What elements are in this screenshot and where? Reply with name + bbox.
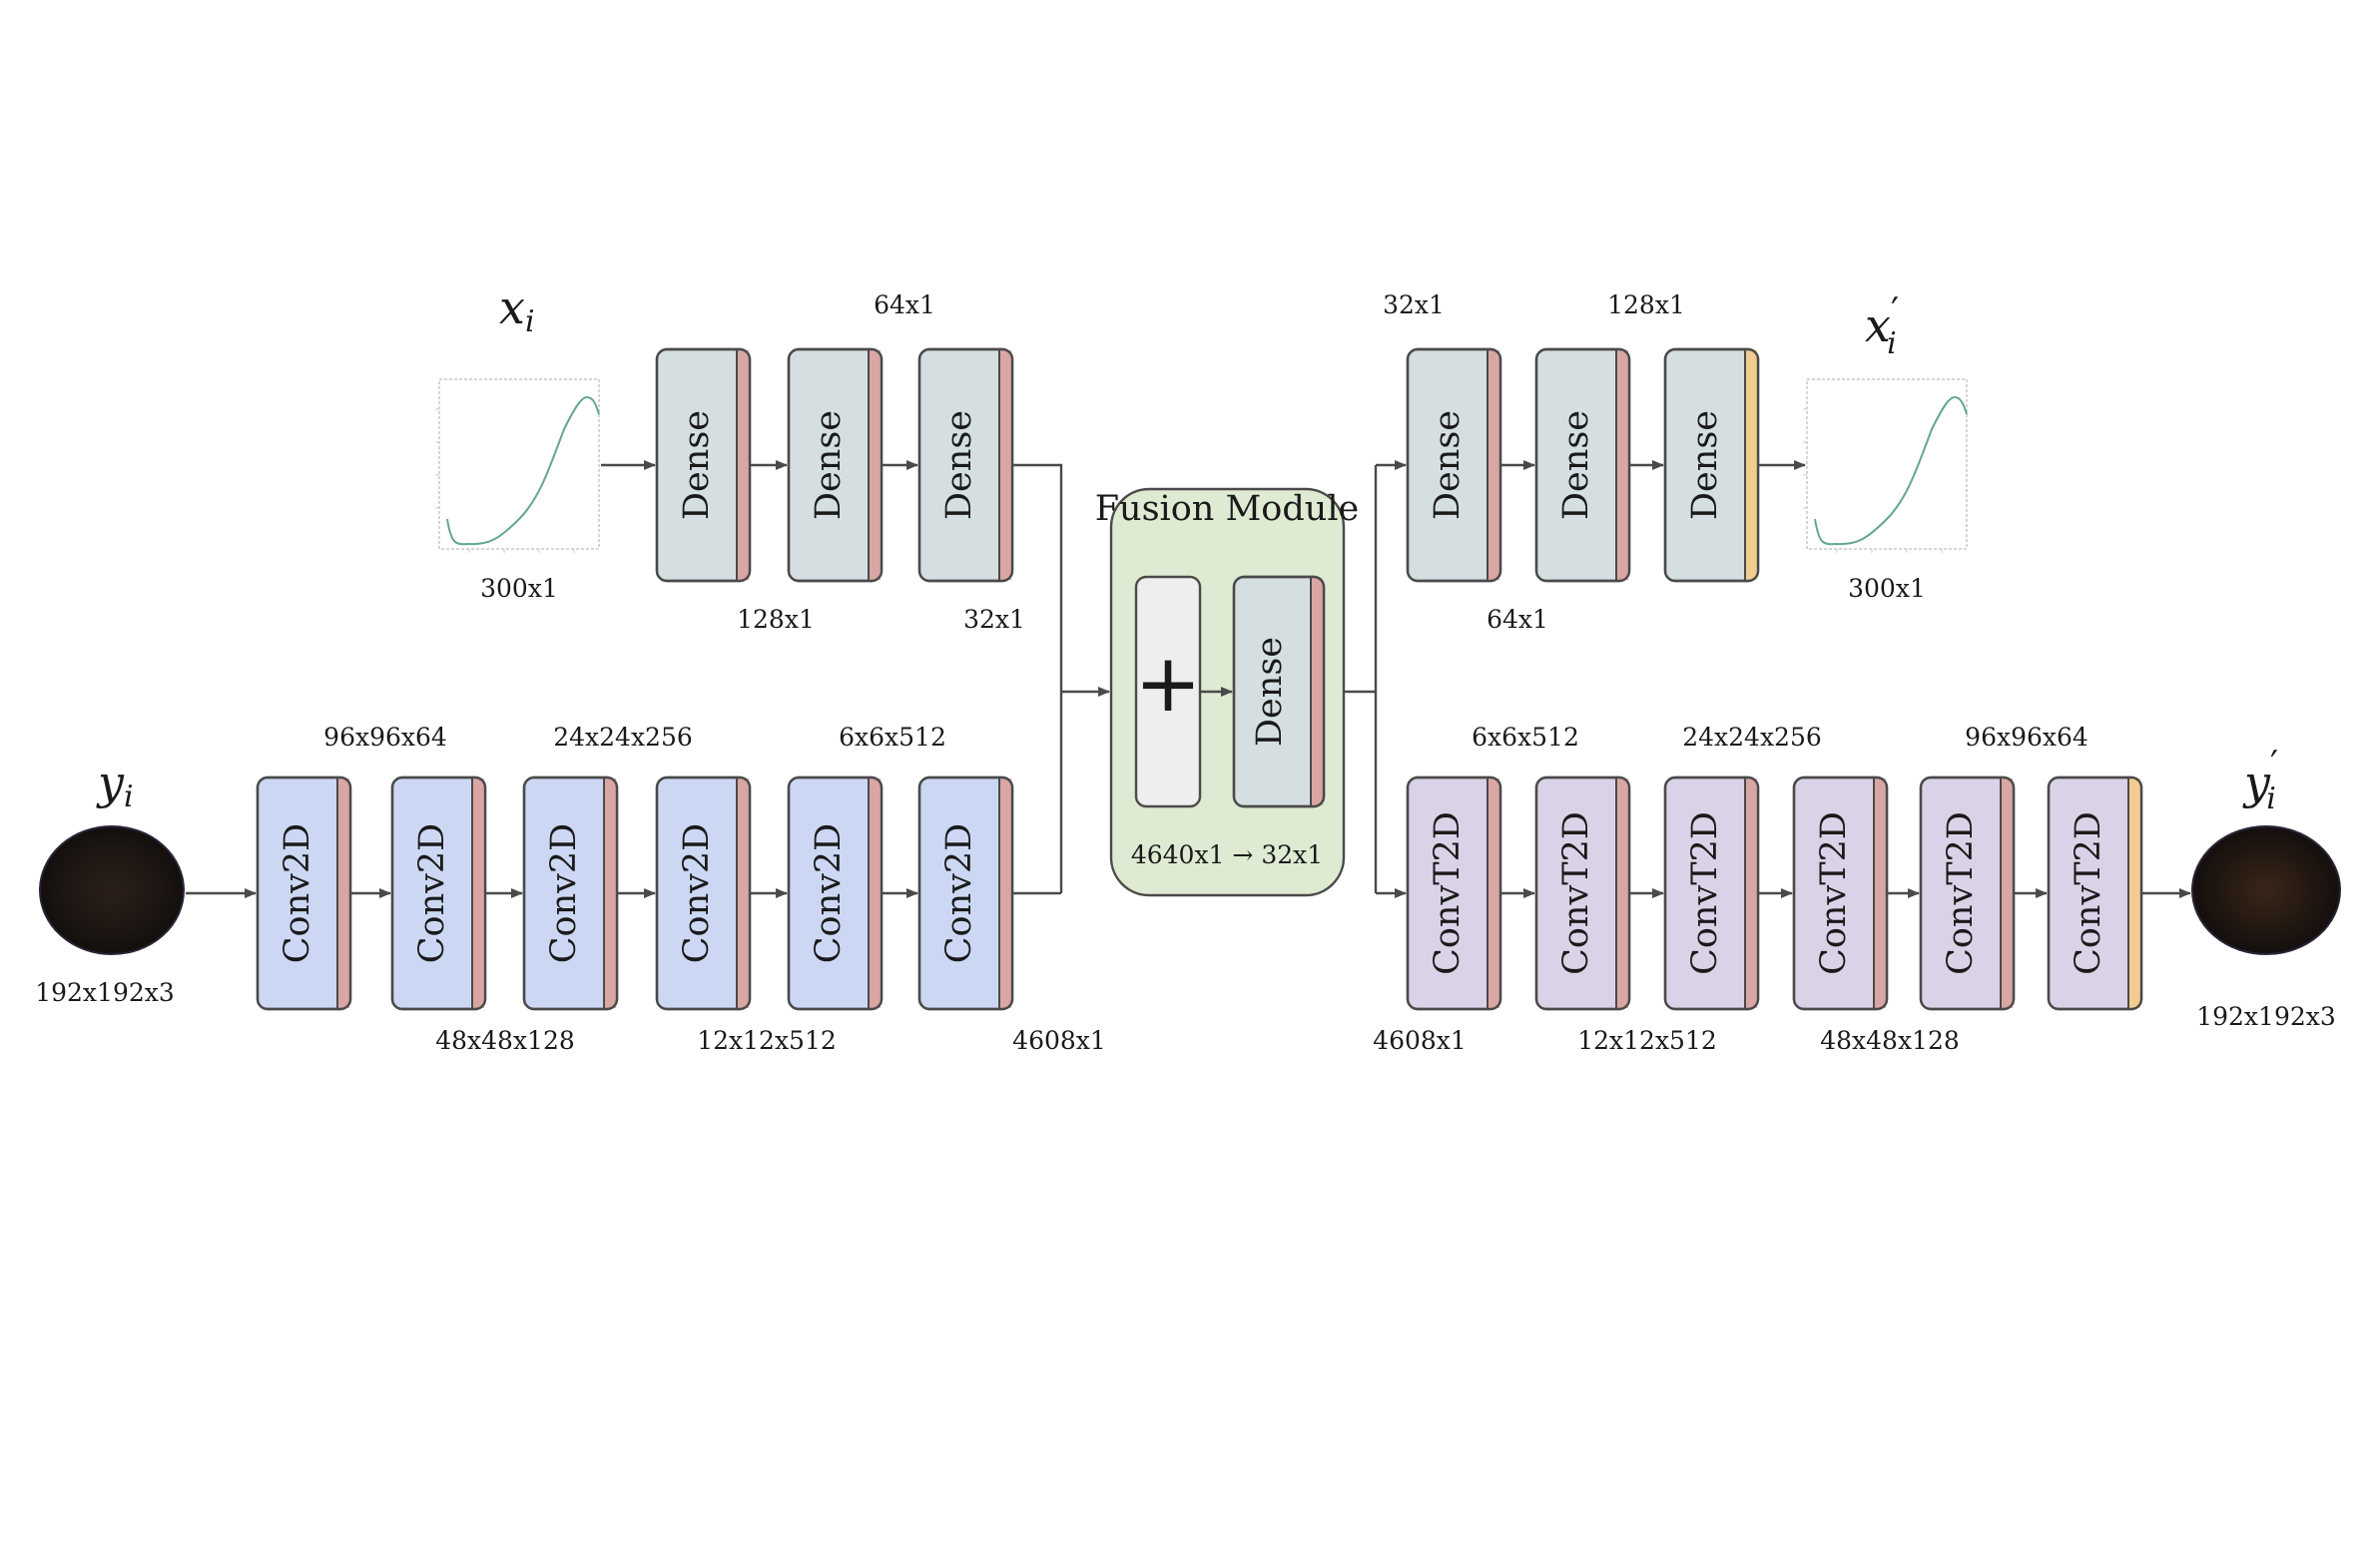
image-decoder-convt-2-label: ConvT2D	[1556, 811, 1596, 975]
image-decoder-convt-3-label: ConvT2D	[1685, 811, 1725, 975]
image-encoder-dim-2: 48x48x128	[435, 1026, 575, 1055]
image-encoder-conv-5: Conv2D	[787, 776, 884, 1011]
signal-decoder-dense-2-label: Dense	[1556, 410, 1596, 520]
output-petri-image	[2191, 825, 2341, 955]
image-encoder-conv-3: Conv2D	[522, 776, 619, 1011]
signal-decoder-dense-2: Dense	[1534, 347, 1631, 583]
signal-decoder-dense-3: Dense	[1663, 347, 1760, 583]
image-decoder-convt-6: ConvT2D	[2047, 776, 2143, 1011]
image-encoder-dim-6: 4608x1	[1012, 1026, 1106, 1055]
signal-input-dim: 300x1	[480, 574, 558, 603]
image-decoder-convt-2: ConvT2D	[1534, 776, 1631, 1011]
image-decoder-dim-3: 12x12x512	[1577, 1026, 1717, 1055]
fusion-dense-block: Dense	[1232, 575, 1326, 808]
signal-output-dim: 300x1	[1848, 574, 1926, 603]
image-decoder-dim-5: 48x48x128	[1820, 1026, 1960, 1055]
signal-decoder-dense-1-label: Dense	[1428, 410, 1468, 520]
connectors	[186, 460, 2191, 898]
output-signal-curve	[1814, 395, 1968, 546]
x-input-symbol: xi	[499, 280, 535, 339]
signal-decoder-dim-2: 64x1	[1487, 605, 1548, 634]
image-decoder-convt-4-label: ConvT2D	[1814, 811, 1854, 975]
signal-encoder-dense-3: Dense	[917, 347, 1014, 583]
image-decoder-convt-6-label: ConvT2D	[2069, 811, 2108, 975]
signal-encoder-dim-3: 32x1	[963, 605, 1025, 634]
x-output-symbol: x′i	[1865, 291, 1899, 361]
image-output-dim: 192x192x3	[2196, 1002, 2336, 1031]
image-encoder-conv-4: Conv2D	[655, 776, 752, 1011]
signal-encoder-dense-3-label: Dense	[939, 410, 979, 520]
plus-icon: +	[1134, 637, 1201, 730]
image-decoder-convt-5: ConvT2D	[1919, 776, 2016, 1011]
signal-decoder-dense-3-label: Dense	[1685, 410, 1725, 520]
signal-encoder-dim-1: 128x1	[737, 605, 815, 634]
image-encoder-conv-6-label: Conv2D	[939, 823, 979, 964]
image-encoder-conv-6: Conv2D	[917, 776, 1014, 1011]
fusion-dim: 4640x1 → 32x1	[1131, 840, 1323, 869]
signal-decoder-dim-3: 128x1	[1607, 290, 1685, 319]
signal-encoder-dense-1-label: Dense	[677, 410, 717, 520]
image-encoder-dim-1: 96x96x64	[323, 723, 447, 752]
signal-encoder-dense-1: Dense	[655, 347, 752, 583]
connector-signal-to-merge	[1012, 463, 1063, 893]
image-encoder-conv-4-label: Conv2D	[677, 823, 717, 964]
image-encoder-conv-1: Conv2D	[256, 776, 352, 1011]
image-decoder-convt-1-label: ConvT2D	[1428, 811, 1468, 975]
image-decoder-dim-2: 6x6x512	[1472, 723, 1579, 752]
image-encoder-dim-4: 12x12x512	[697, 1026, 837, 1055]
output-signal-plot	[1803, 378, 1968, 553]
image-decoder-dim-6: 96x96x64	[1965, 723, 2088, 752]
image-decoder-dim-4: 24x24x256	[1682, 723, 1822, 752]
y-output-symbol: y′i	[2242, 745, 2278, 816]
input-signal-curve	[446, 395, 600, 546]
image-encoder-conv-2-label: Conv2D	[412, 823, 452, 964]
image-encoder-conv-3-label: Conv2D	[544, 823, 584, 964]
image-decoder-convt-1: ConvT2D	[1406, 776, 1502, 1011]
image-decoder-convt-4: ConvT2D	[1792, 776, 1889, 1011]
fusion-title: Fusion Module	[1095, 489, 1359, 529]
image-decoder-dim-1: 4608x1	[1373, 1026, 1467, 1055]
y-input-symbol: yi	[96, 756, 134, 814]
image-encoder-conv-5-label: Conv2D	[809, 823, 849, 964]
image-decoder-convt-5-label: ConvT2D	[1941, 811, 1981, 975]
fusion-dense-label: Dense	[1250, 637, 1290, 747]
image-encoder-conv-1-label: Conv2D	[278, 823, 317, 964]
image-input-dim: 192x192x3	[35, 978, 175, 1007]
signal-encoder-dense-2: Dense	[787, 347, 884, 583]
signal-decoder-dim-1: 32x1	[1383, 290, 1445, 319]
input-petri-image	[39, 825, 185, 955]
dimension-labels: 128x1 64x1 32x1 96x96x64 48x48x128 24x24x256 1…	[323, 290, 2088, 1055]
signal-decoder-dense-1: Dense	[1406, 347, 1502, 583]
image-encoder-dim-3: 24x24x256	[553, 723, 693, 752]
image-encoder-dim-5: 6x6x512	[839, 723, 946, 752]
input-signal-plot	[435, 378, 600, 553]
image-encoder-conv-2: Conv2D	[390, 776, 487, 1011]
signal-encoder-dense-2-label: Dense	[809, 410, 849, 520]
image-decoder-convt-3: ConvT2D	[1663, 776, 1760, 1011]
signal-encoder-dim-2: 64x1	[874, 290, 935, 319]
